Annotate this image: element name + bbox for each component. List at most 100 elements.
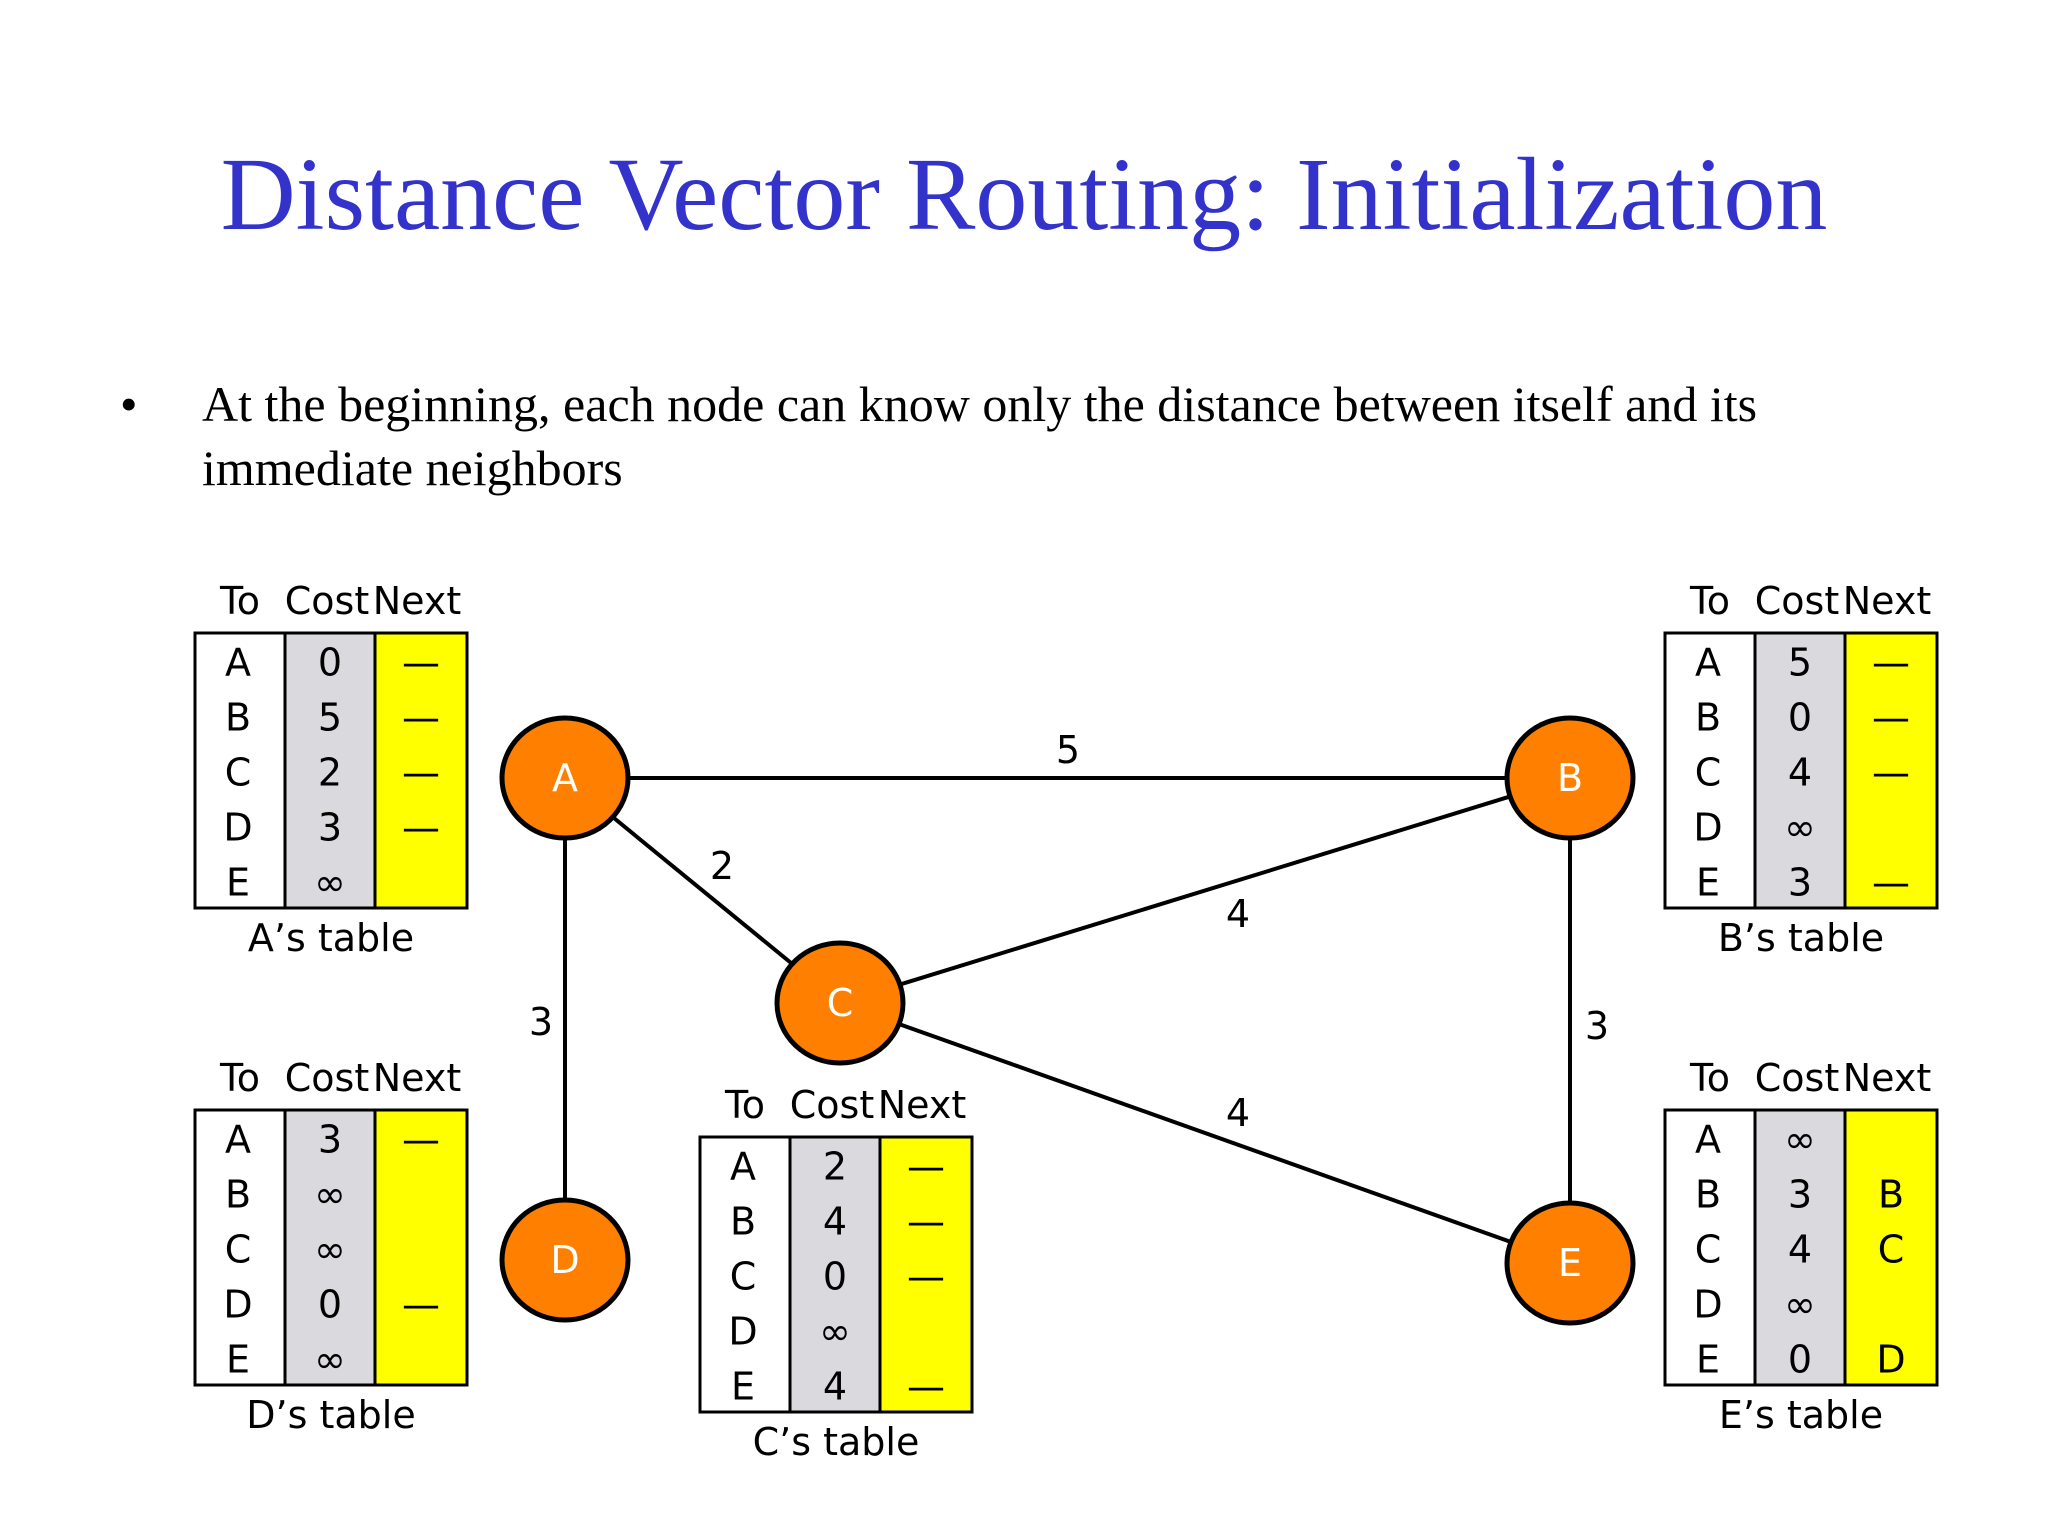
cell-cost: ∞ bbox=[314, 1173, 346, 1217]
cost-column bbox=[285, 1110, 375, 1385]
header-next: Next bbox=[373, 579, 462, 623]
table-border bbox=[193, 631, 469, 910]
cell-to: C bbox=[1695, 1228, 1722, 1272]
cell-next: — bbox=[402, 806, 440, 850]
header-next: Next bbox=[1843, 579, 1932, 623]
table-border bbox=[1663, 631, 1939, 910]
header-cost: Cost bbox=[1755, 579, 1839, 623]
node-label-c: C bbox=[827, 981, 854, 1025]
cell-next: — bbox=[402, 1118, 440, 1162]
node-b bbox=[1504, 715, 1636, 841]
cell-next: D bbox=[1876, 1338, 1905, 1382]
cell-to: A bbox=[225, 1118, 251, 1162]
cell-to: A bbox=[1695, 1118, 1721, 1162]
next-column bbox=[1845, 633, 1937, 908]
table-border bbox=[698, 1135, 974, 1414]
header-to: To bbox=[724, 1083, 765, 1127]
node-label-b: B bbox=[1557, 756, 1583, 800]
table-border bbox=[1663, 1108, 1939, 1387]
cell-cost: 0 bbox=[1788, 696, 1812, 740]
cell-cost: 3 bbox=[1788, 1173, 1812, 1217]
cell-cost: 3 bbox=[1788, 861, 1812, 905]
edge-c-e bbox=[839, 1001, 1571, 1265]
cell-next: B bbox=[1878, 1173, 1904, 1217]
cell-next: — bbox=[1872, 641, 1910, 685]
cell-to: D bbox=[223, 1283, 252, 1327]
cell-cost: 4 bbox=[1788, 751, 1812, 795]
to-column bbox=[195, 633, 285, 908]
header-to: To bbox=[1689, 579, 1730, 623]
cell-to: B bbox=[225, 1173, 251, 1217]
edge-cost-a-c: 2 bbox=[710, 844, 734, 888]
header-to: To bbox=[1689, 1056, 1730, 1100]
node-a bbox=[499, 715, 631, 841]
cell-cost: 0 bbox=[318, 641, 342, 685]
cell-to: D bbox=[1693, 806, 1722, 850]
cell-cost: 4 bbox=[823, 1365, 847, 1409]
cell-cost: 4 bbox=[1788, 1228, 1812, 1272]
cell-cost: ∞ bbox=[819, 1310, 851, 1354]
cell-cost: ∞ bbox=[1784, 1118, 1816, 1162]
edge-cost-b-e: 3 bbox=[1585, 1004, 1609, 1048]
node-d bbox=[499, 1197, 631, 1323]
to-column bbox=[700, 1137, 790, 1412]
cell-to: C bbox=[1695, 751, 1722, 795]
cell-cost: ∞ bbox=[314, 1228, 346, 1272]
cell-next: — bbox=[402, 751, 440, 795]
cell-to: A bbox=[1695, 641, 1721, 685]
table-border bbox=[193, 1108, 469, 1387]
cell-to: A bbox=[225, 641, 251, 685]
cost-column bbox=[1755, 633, 1845, 908]
cell-to: D bbox=[1693, 1283, 1722, 1327]
node-label-e: E bbox=[1558, 1241, 1582, 1285]
cell-to: C bbox=[225, 751, 252, 795]
cell-to: A bbox=[730, 1145, 756, 1189]
cell-next: — bbox=[402, 696, 440, 740]
cell-cost: 4 bbox=[823, 1200, 847, 1244]
cell-cost: 3 bbox=[318, 806, 342, 850]
table-caption-d: D’s table bbox=[246, 1393, 415, 1437]
to-column bbox=[1665, 633, 1755, 908]
cell-cost: 5 bbox=[318, 696, 342, 740]
header-cost: Cost bbox=[790, 1083, 874, 1127]
edge-cost-c-e: 4 bbox=[1226, 1091, 1250, 1135]
cell-to: B bbox=[225, 696, 251, 740]
node-label-a: A bbox=[552, 756, 578, 800]
edge-cost-a-d: 3 bbox=[529, 1000, 553, 1044]
cell-next: — bbox=[402, 641, 440, 685]
cell-cost: 2 bbox=[318, 751, 342, 795]
next-column bbox=[375, 1110, 467, 1385]
cell-to: E bbox=[1696, 861, 1720, 905]
cell-to: D bbox=[223, 806, 252, 850]
cell-cost: 2 bbox=[823, 1145, 847, 1189]
table-caption-b: B’s table bbox=[1718, 916, 1884, 960]
cell-cost: ∞ bbox=[1784, 1283, 1816, 1327]
cell-cost: 0 bbox=[1788, 1338, 1812, 1382]
to-column bbox=[1665, 1110, 1755, 1385]
header-next: Next bbox=[1843, 1056, 1932, 1100]
cell-to: E bbox=[226, 861, 250, 905]
slide-title: Distance Vector Routing: Initialization bbox=[220, 137, 1828, 252]
cell-next: — bbox=[1872, 696, 1910, 740]
header-next: Next bbox=[878, 1083, 967, 1127]
cell-next: C bbox=[1878, 1228, 1905, 1272]
cell-next: — bbox=[1872, 751, 1910, 795]
header-cost: Cost bbox=[1755, 1056, 1839, 1100]
bullet-text: At the beginning, each node can know onl… bbox=[202, 376, 1758, 496]
table-caption-c: C’s table bbox=[753, 1420, 920, 1464]
header-next: Next bbox=[373, 1056, 462, 1100]
bullet-marker: • bbox=[120, 376, 138, 432]
cell-to: C bbox=[730, 1255, 757, 1299]
cell-next: — bbox=[907, 1365, 945, 1409]
table-caption-a: A’s table bbox=[248, 916, 414, 960]
cell-to: C bbox=[225, 1228, 252, 1272]
cell-next: — bbox=[1872, 861, 1910, 905]
table-caption-e: E’s table bbox=[1719, 1393, 1883, 1437]
